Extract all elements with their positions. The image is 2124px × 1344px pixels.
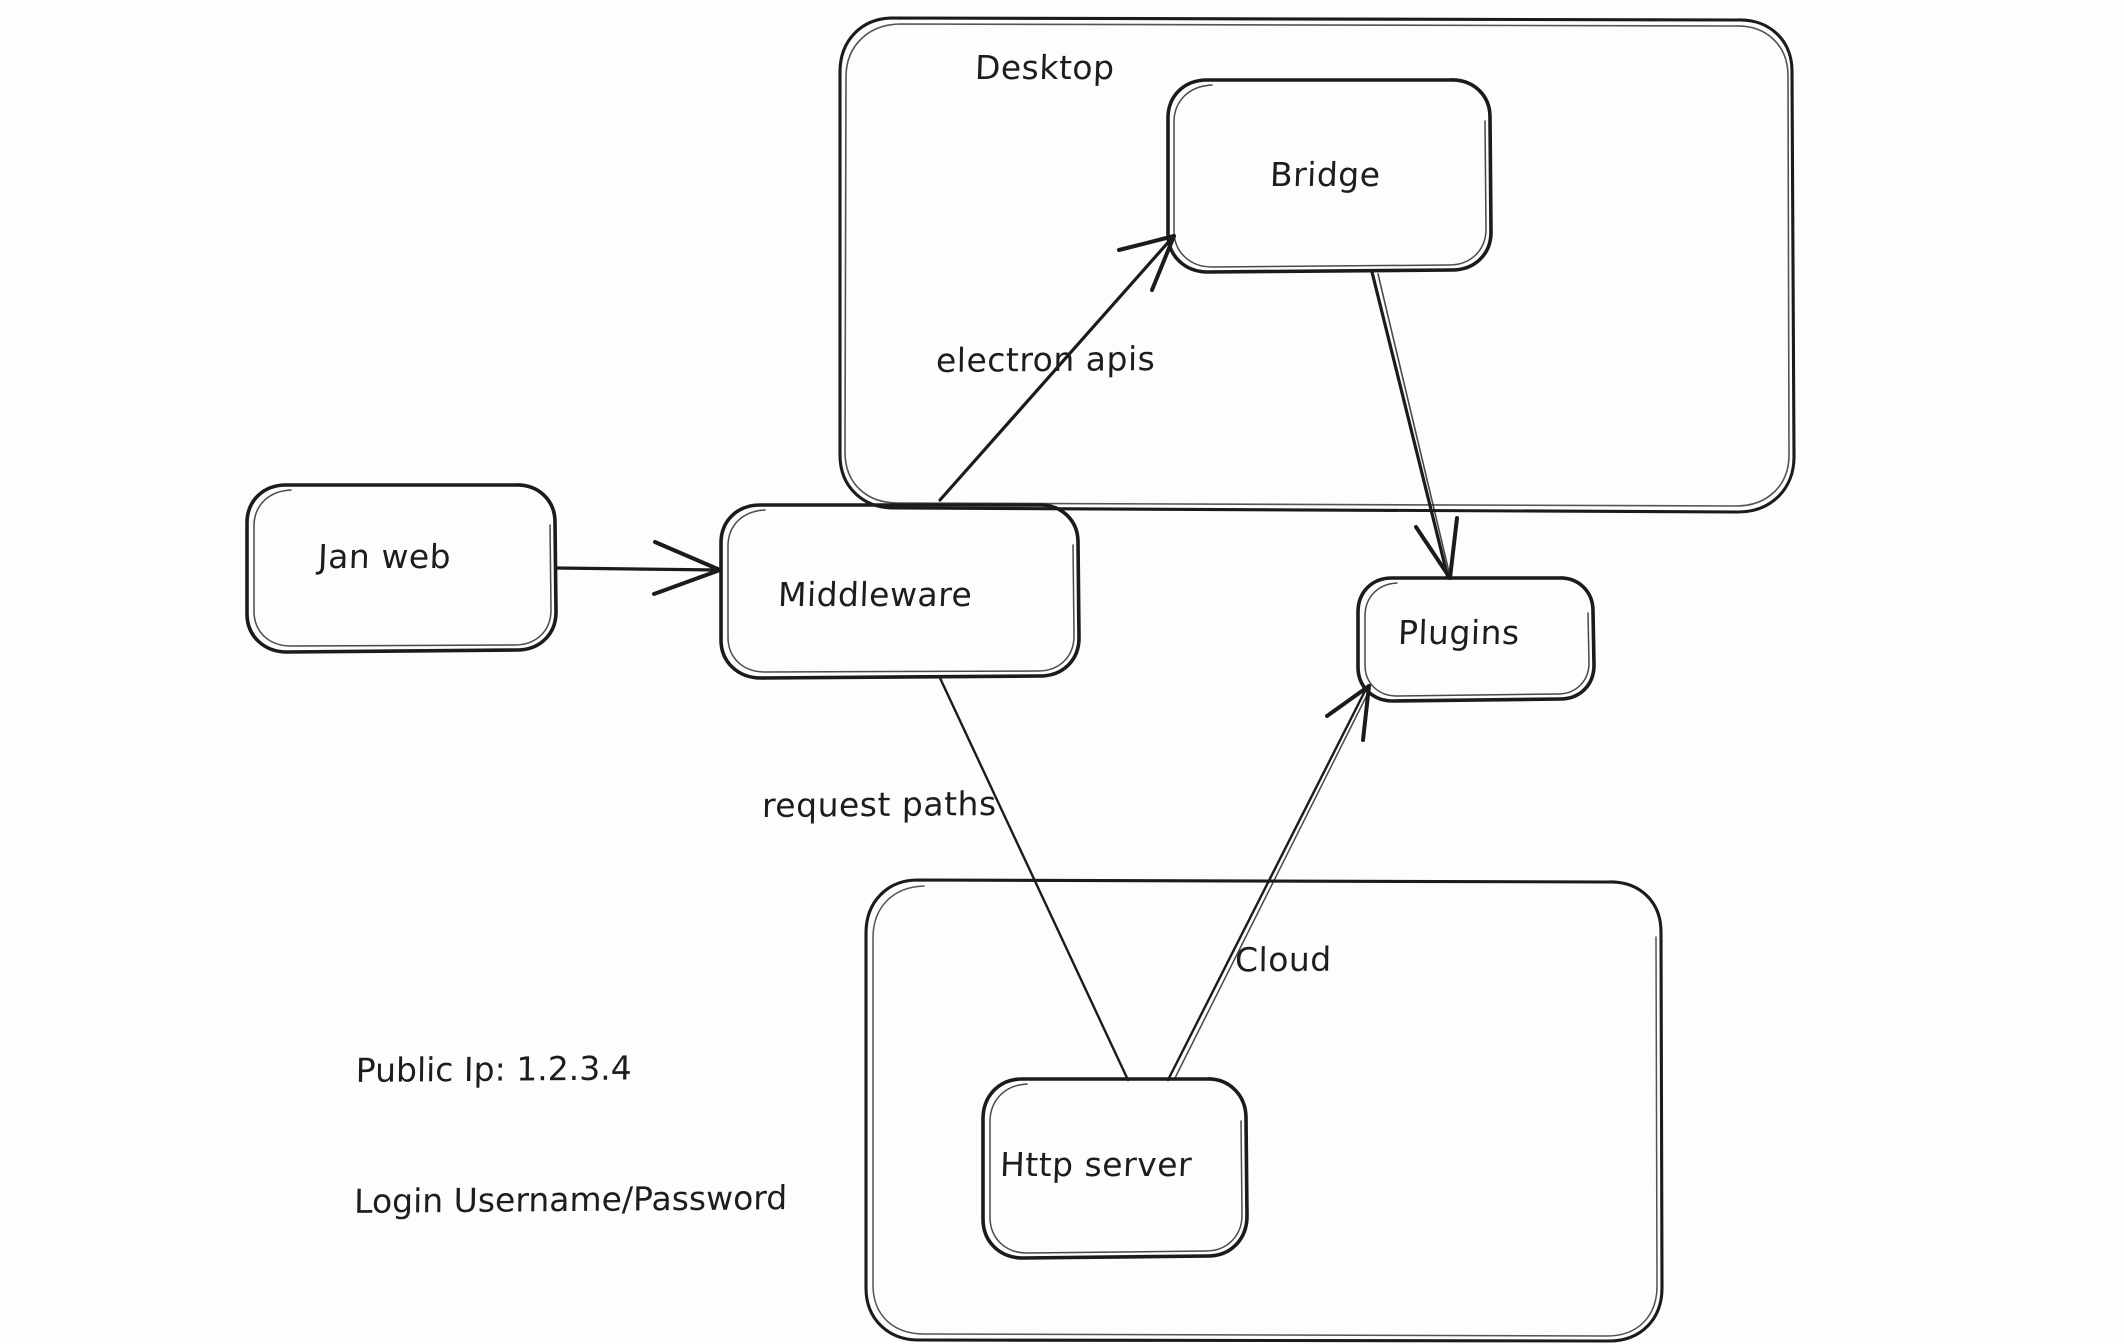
request-paths-edge-label: request paths	[761, 783, 997, 826]
electron-apis-edge-label: electron apis	[935, 339, 1156, 380]
edge-http-server-to-plugins	[1166, 684, 1371, 1082]
edge-bridge-to-plugins	[1370, 270, 1459, 580]
note-line-login: Login Username/Password	[353, 1177, 788, 1221]
plugins-box-shape	[1356, 576, 1596, 703]
cloud-container-label: Cloud	[1234, 939, 1333, 980]
bridge-box-shape	[1166, 78, 1493, 274]
edge-jan-web-to-middleware	[554, 540, 722, 596]
desktop-container-label: Desktop	[974, 48, 1116, 87]
jan-web-box-shape	[245, 483, 558, 654]
plugins-node-label: Plugins	[1397, 613, 1521, 652]
server-credentials-note: Public Ip: 1.2.3.4 Login Username/Passwo…	[353, 958, 790, 1310]
http-server-box-shape	[981, 1077, 1249, 1260]
desktop-container-shape	[838, 16, 1796, 514]
note-line-public-ip: Public Ip: 1.2.3.4	[355, 1048, 632, 1090]
http-server-node-label: Http server	[999, 1145, 1193, 1184]
cloud-container-shape	[864, 878, 1664, 1343]
jan-web-node-label: Jan web	[317, 537, 452, 576]
bridge-node-label: Bridge	[1269, 155, 1382, 194]
middleware-node-label: Middleware	[777, 575, 974, 614]
edge-middleware-to-bridge	[938, 234, 1176, 502]
edge-middleware-to-http-server	[938, 676, 1130, 1082]
middleware-box-shape	[719, 503, 1081, 680]
